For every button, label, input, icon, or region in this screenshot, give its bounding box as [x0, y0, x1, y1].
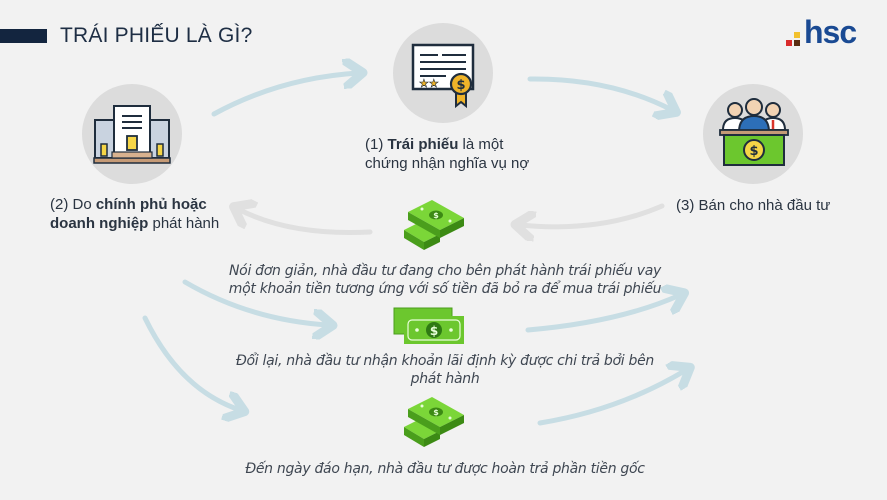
arrow-issuer-to-principal [142, 315, 240, 410]
caption-loan: Nói đơn giản, nhà đầu tư đang cho bên ph… [205, 262, 685, 298]
step-1-line2: chứng nhận nghĩa vụ nợ [365, 155, 530, 172]
svg-text:$: $ [430, 324, 438, 338]
svg-text:$: $ [749, 144, 758, 159]
caption-principal-line1: Đến ngày đáo hạn, nhà đầu tư được hoàn t… [245, 461, 645, 477]
svg-text:$: $ [456, 78, 465, 93]
step-2-label: (2) Do chính phủ hoặc doanh nghiệp phát … [50, 195, 219, 233]
step-1-text: là một [458, 136, 504, 153]
page-title: TRÁI PHIẾU LÀ GÌ? [60, 24, 253, 47]
title-accent-bar [0, 29, 47, 43]
logo-text: hsc [804, 14, 857, 50]
arrow-bond-to-investor [527, 76, 672, 110]
arrow-principal-to-investor [537, 370, 686, 426]
step-1-number: (1) [365, 136, 384, 153]
buildings-icon [93, 105, 171, 164]
logo-brown-square [794, 40, 800, 46]
svg-text:★★: ★★ [419, 78, 439, 90]
caption-loan-line2: một khoản tiền tương ứng với số tiền đã … [228, 281, 662, 297]
money-stack-icon: $ [404, 200, 464, 250]
caption-loan-line1: Nói đơn giản, nhà đầu tư đang cho bên ph… [229, 263, 661, 279]
arrow-money-to-issuer [238, 209, 373, 235]
step-3-label: (3) Bán cho nhà đầu tư [676, 197, 831, 214]
caption-interest-line2: phát hành [410, 371, 480, 387]
arrow-issuer-to-coupon [182, 279, 328, 325]
step-1-label: (1) Trái phiếu là một chứng nhận nghĩa v… [365, 135, 529, 173]
caption-interest: Đổi lại, nhà đầu tư nhận khoản lãi định … [205, 352, 685, 388]
step-2-bold: chính phủ hoặc [95, 196, 207, 213]
caption-principal: Đến ngày đáo hạn, nhà đầu tư được hoàn t… [205, 460, 685, 478]
investors-icon: $ [719, 98, 789, 166]
logo-red-square [786, 40, 792, 46]
svg-text:$: $ [433, 408, 439, 417]
logo-yellow-square [794, 32, 800, 38]
money-stack-icon: $ [404, 397, 464, 447]
step-1-bold: Trái phiếu [387, 136, 459, 153]
arrow-coupon-to-investor [525, 295, 680, 333]
step-2-number: (2) Do [50, 196, 96, 213]
certificate-icon: ★★ $ [411, 43, 475, 109]
step-2-line2-text: phát hành [148, 215, 220, 232]
arrow-investor-to-money [520, 203, 665, 227]
cash-bills-icon: $ [393, 307, 464, 344]
arrow-issuer-to-bond [211, 73, 358, 117]
svg-text:$: $ [433, 211, 439, 220]
caption-interest-line1: Đổi lại, nhà đầu tư nhận khoản lãi định … [235, 353, 655, 369]
step-2-line2-bold: doanh nghiệp [50, 215, 149, 232]
